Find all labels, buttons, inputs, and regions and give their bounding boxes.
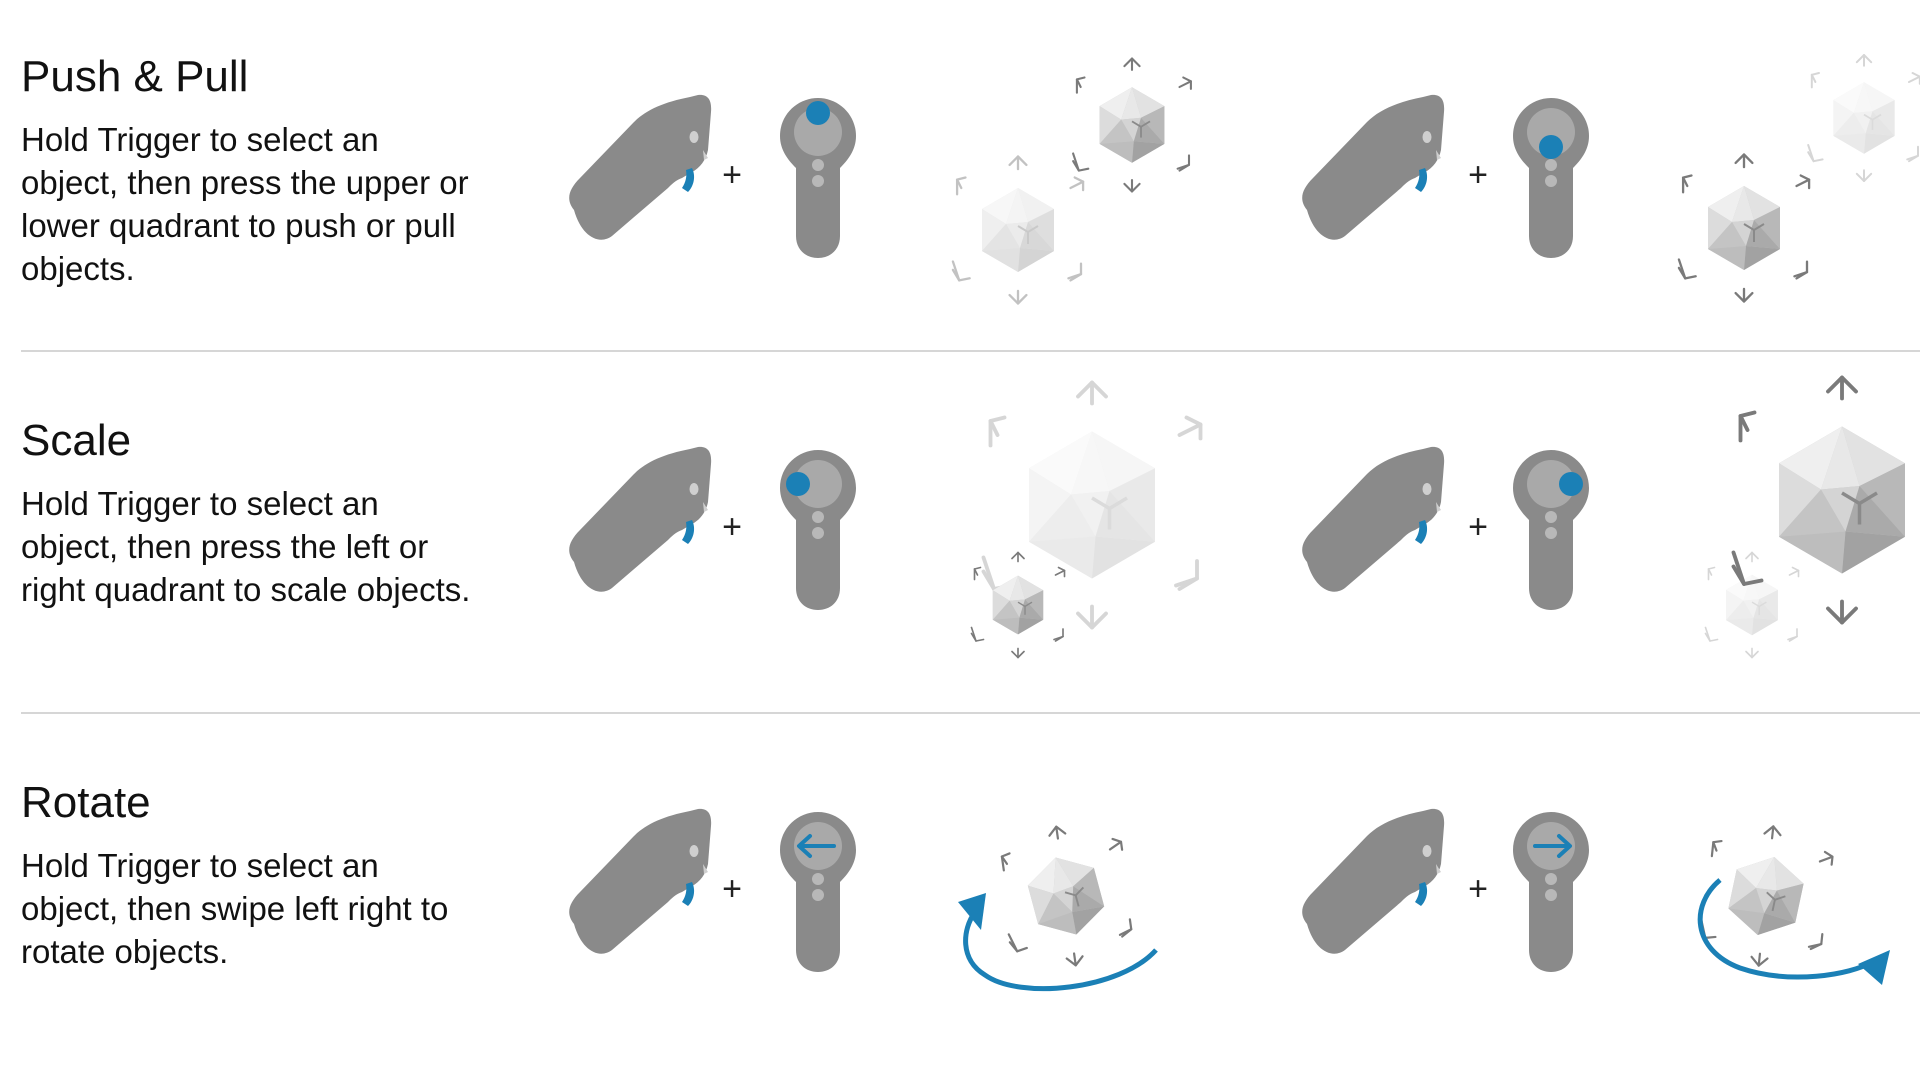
- controller-side-icon: [569, 446, 712, 592]
- icosahedron-object-icon: [1704, 551, 1800, 659]
- touchpad-controller-icon: [1513, 450, 1589, 610]
- plus-sign: +: [722, 156, 742, 194]
- controller-side-icon: [1302, 94, 1445, 240]
- controller-side-icon: [569, 94, 712, 240]
- touchpad-controller-icon: [1513, 98, 1589, 258]
- touch-point-left: [786, 472, 810, 496]
- icosahedron-object-icon: [951, 155, 1085, 305]
- arrow-left-icon: [797, 834, 836, 858]
- push-pull-illustration: + +: [569, 54, 1920, 305]
- icosahedron-object-icon: [1695, 818, 1837, 974]
- section-divider: [21, 350, 1920, 352]
- touchpad-controller-icon: [1513, 812, 1589, 972]
- section-description: Hold Trigger to select an object, then p…: [21, 485, 471, 608]
- section-push-pull: Push & Pull Hold Trigger to select an ob…: [0, 0, 1920, 350]
- controller-side-icon: [569, 808, 712, 954]
- plus-sign: +: [722, 508, 742, 546]
- section-description: Hold Trigger to select an object, then p…: [21, 121, 469, 287]
- section-description: Hold Trigger to select an object, then s…: [21, 847, 449, 970]
- arrow-right-icon: [1533, 834, 1572, 858]
- rotation-arrow-icon: [1697, 878, 1890, 985]
- touch-point-lower: [1539, 135, 1563, 159]
- touchpad-controller-icon: [780, 98, 856, 258]
- icosahedron-object-icon: [1072, 57, 1192, 193]
- section-title: Push & Pull: [21, 52, 249, 101]
- section-rotate: Rotate Hold Trigger to select an object,…: [0, 714, 1920, 1080]
- section-scale: Scale Hold Trigger to select an object, …: [0, 352, 1920, 712]
- scale-illustration: + +: [569, 375, 1920, 659]
- rotate-illustration: + +: [569, 808, 1890, 992]
- section-divider: [21, 712, 1920, 714]
- plus-sign: +: [722, 870, 742, 908]
- icosahedron-object-icon: [1677, 153, 1811, 303]
- plus-sign: +: [1468, 156, 1488, 194]
- plus-sign: +: [1468, 508, 1488, 546]
- plus-sign: +: [1468, 870, 1488, 908]
- section-title: Rotate: [21, 778, 151, 827]
- touch-point-right: [1559, 472, 1583, 496]
- section-title: Scale: [21, 416, 132, 465]
- controller-side-icon: [1302, 446, 1445, 592]
- icosahedron-object-icon: [993, 816, 1139, 976]
- controller-side-icon: [1302, 808, 1445, 954]
- touchpad-controller-icon: [780, 450, 856, 610]
- icosahedron-object-icon: [1807, 54, 1920, 182]
- touch-point-upper: [806, 101, 830, 125]
- touchpad-controller-icon: [780, 812, 856, 972]
- rotation-arrow-icon: [958, 893, 1158, 992]
